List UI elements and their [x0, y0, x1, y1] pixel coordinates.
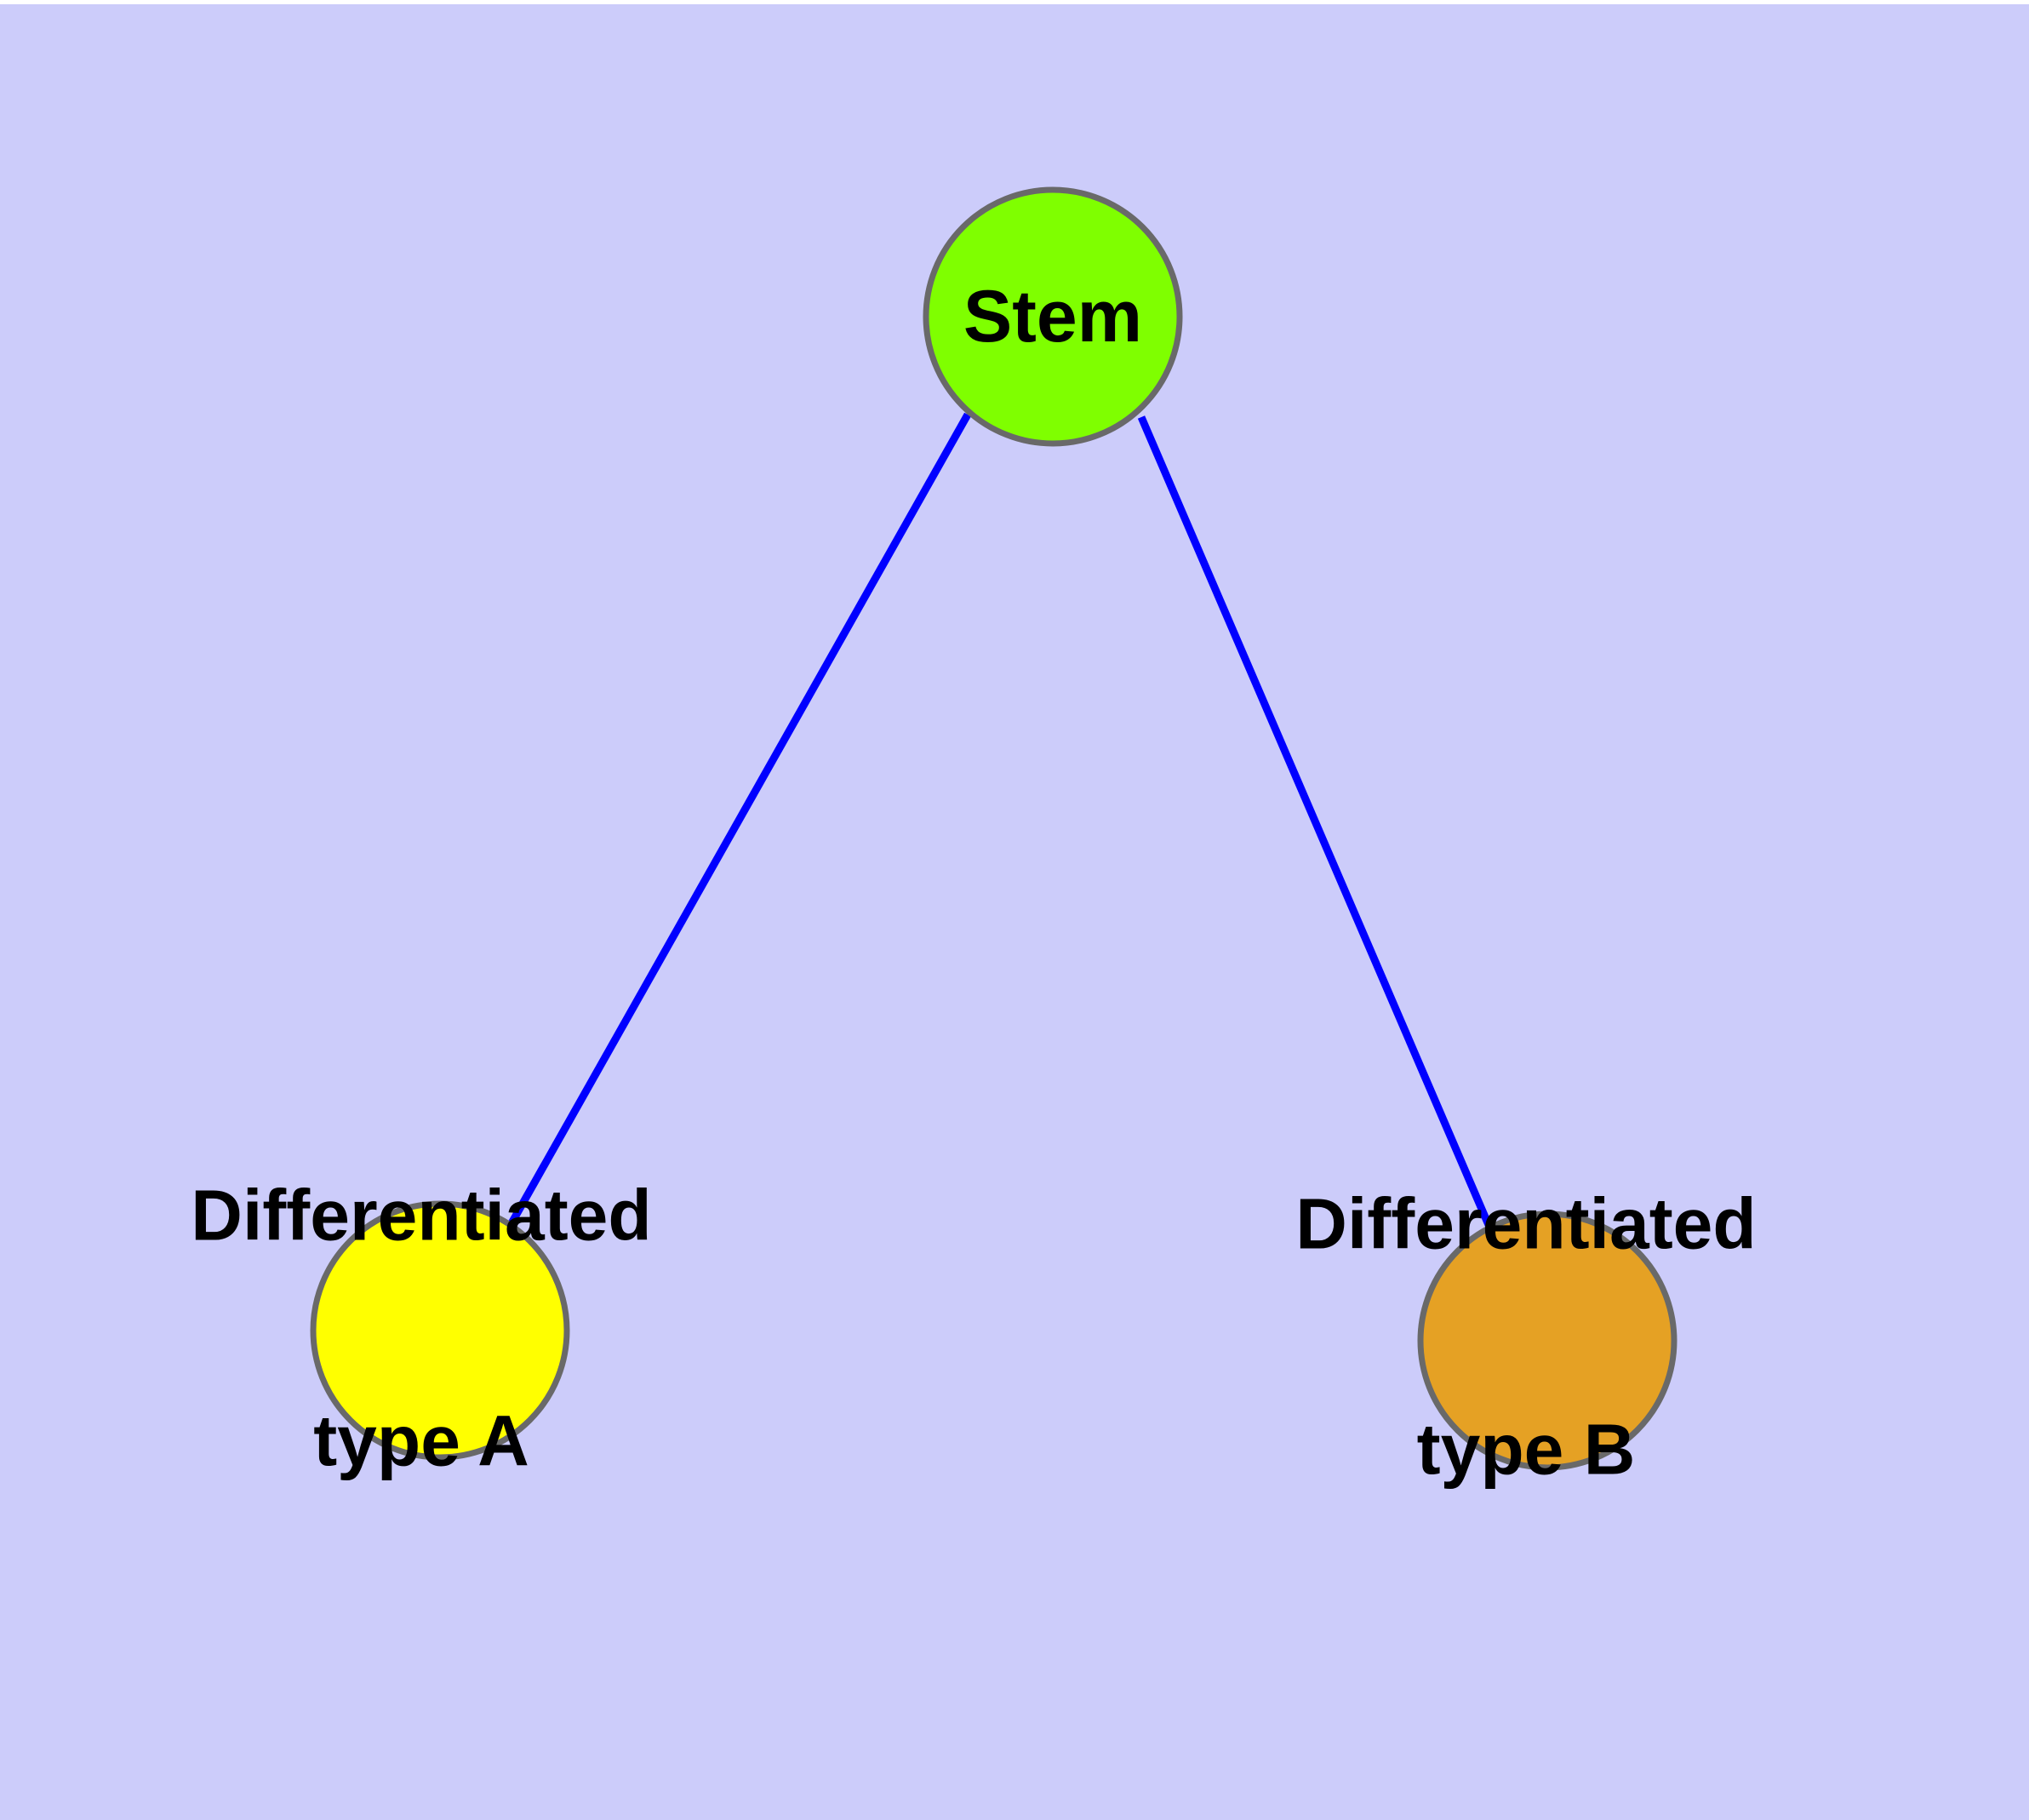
node-differentiated-type-b[interactable] — [1417, 1210, 1677, 1471]
canvas-top-margin — [0, 0, 2029, 4]
edge-stem-to-diff-b — [1137, 415, 1493, 1227]
edge-layer — [508, 412, 1493, 1227]
node-differentiated-type-a[interactable] — [310, 1200, 570, 1461]
node-layer — [310, 186, 1677, 1471]
edge-stem-to-diff-a — [508, 412, 971, 1226]
node-stem[interactable] — [923, 186, 1183, 447]
